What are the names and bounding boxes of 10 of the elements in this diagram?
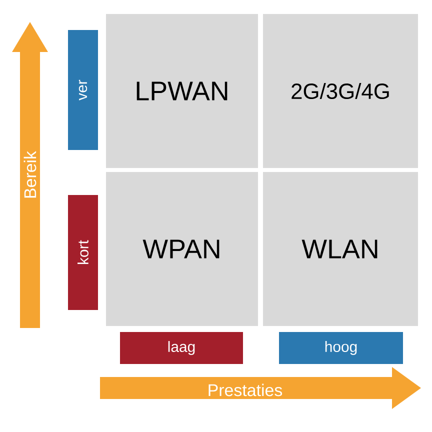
axis-label: Prestaties: [208, 384, 282, 396]
quadrant-cell: 2G/3G/4G: [263, 14, 418, 168]
quadrant-cell: WPAN: [106, 172, 258, 326]
quadrant-cell: WLAN: [263, 172, 418, 326]
quadrant-cell: LPWAN: [106, 14, 258, 168]
category-box: ver: [68, 30, 98, 150]
category-box: kort: [68, 195, 98, 310]
category-box: hoog: [279, 332, 403, 364]
axis-label: Bereik: [24, 150, 36, 198]
category-box: laag: [120, 332, 243, 364]
